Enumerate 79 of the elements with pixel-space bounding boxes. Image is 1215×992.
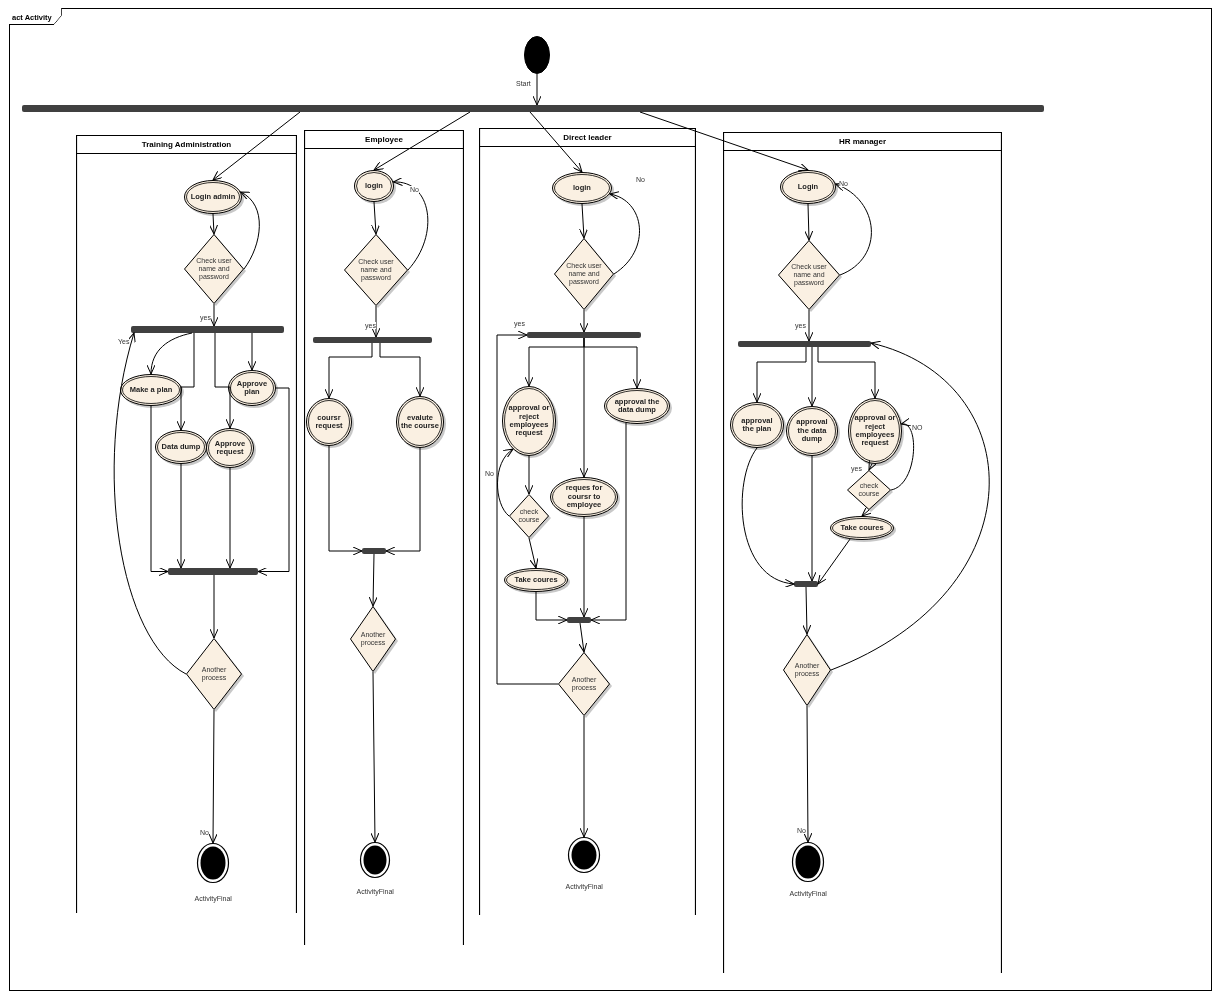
fork-join-bar: [131, 326, 284, 333]
control-flow-arrow: [807, 346, 817, 407]
control-flow-arrow: [817, 538, 851, 585]
control-flow-arrow: [804, 309, 814, 342]
final-node: [568, 837, 600, 873]
control-flow-arrow: [817, 346, 880, 399]
control-flow-arrow: [371, 305, 381, 338]
control-flow-arrow: [532, 73, 542, 106]
control-flow-arrow: [529, 111, 583, 173]
control-flow-arrow: [752, 346, 807, 403]
control-flow-arrow: [868, 459, 877, 471]
final-node: [197, 843, 229, 883]
control-flow-arrow: [497, 448, 514, 517]
control-flow-arrow: [890, 420, 915, 491]
control-flow-arrow: [741, 447, 795, 587]
control-flow-arrow: [176, 463, 186, 569]
control-flow-arrow: [579, 516, 589, 618]
control-flow-arrow: [370, 671, 380, 843]
fork-join-bar: [794, 581, 818, 587]
swimlane: [76, 135, 297, 913]
final-node: [360, 842, 390, 878]
control-flow-arrow: [524, 455, 534, 495]
control-flow-arrow: [373, 111, 471, 171]
swimlane: [304, 130, 464, 945]
control-flow-arrow: [528, 537, 539, 569]
lane-header: Training Administration: [141, 140, 232, 149]
control-flow-arrow: [147, 332, 193, 375]
control-flow-arrow: [150, 405, 169, 576]
fork-join-bar: [362, 548, 386, 554]
control-flow-arrow: [803, 705, 813, 843]
control-flow-arrow: [370, 201, 380, 235]
lane-header: Direct leader: [563, 133, 612, 142]
fork-join-bar: [738, 341, 871, 347]
control-flow-arrow: [835, 183, 872, 276]
control-flow-arrow: [328, 445, 363, 556]
fork-join-bar: [313, 337, 432, 343]
control-flow-arrow: [214, 332, 235, 429]
final-node: [792, 842, 824, 882]
fork-join-bar: [22, 105, 1044, 112]
control-flow-arrow: [579, 337, 589, 478]
control-flow-arrow: [590, 422, 627, 625]
control-flow-arrow: [379, 342, 425, 397]
control-flow-arrow: [496, 330, 559, 685]
control-flow-arrow: [225, 467, 235, 569]
control-flow-arrow: [208, 709, 218, 844]
control-flow-arrow: [209, 574, 219, 639]
control-flow-arrow: [807, 455, 817, 582]
control-flow-arrow: [368, 553, 378, 607]
fork-join-bar: [168, 568, 258, 575]
control-flow-arrow: [176, 332, 195, 431]
control-flow-arrow: [385, 447, 421, 556]
swimlane: [723, 132, 1002, 973]
control-flow-arrow: [257, 387, 290, 576]
fork-join-bar: [527, 332, 641, 338]
control-flow-arrow: [212, 111, 301, 181]
control-flow-arrow: [324, 342, 373, 399]
control-flow-arrow: [247, 332, 257, 371]
control-flow-arrow: [804, 203, 814, 241]
control-flow-arrow: [535, 591, 568, 625]
control-flow-arrow: [639, 111, 809, 172]
control-flow-arrow: [240, 191, 260, 270]
control-flow-arrow: [209, 213, 219, 235]
fork-join-bar: [567, 617, 591, 623]
control-flow-arrow: [578, 622, 588, 653]
control-flow-arrow: [392, 178, 429, 271]
control-flow-arrow: [609, 192, 640, 275]
lane-header: Employee: [365, 135, 403, 144]
initial-node: [524, 36, 550, 74]
activity-frame: [9, 8, 1212, 991]
control-flow-arrow: [830, 341, 990, 671]
control-flow-arrow: [113, 332, 187, 675]
control-flow-arrow: [802, 586, 812, 635]
lane-header: HR manager: [838, 137, 887, 146]
control-flow-arrow: [861, 506, 872, 517]
control-flow-arrow: [209, 303, 219, 327]
control-flow-arrow: [579, 203, 588, 239]
control-flow-arrow: [579, 715, 589, 838]
control-flow-arrow: [579, 309, 589, 333]
swimlane: [479, 128, 696, 915]
